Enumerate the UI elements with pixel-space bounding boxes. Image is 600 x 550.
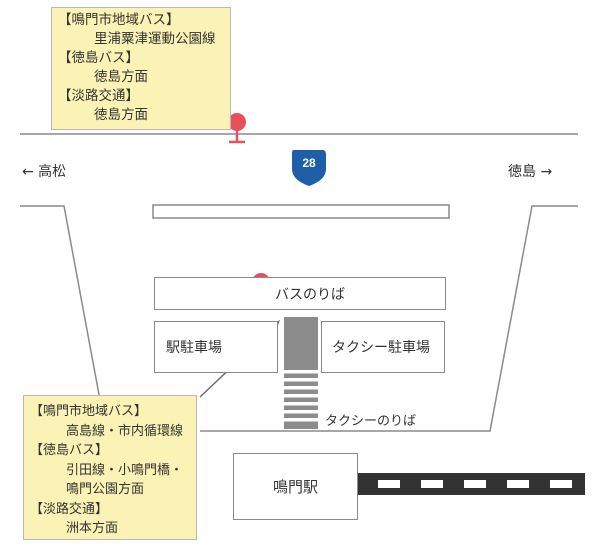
station-parking-box: 駅駐車場 — [154, 321, 278, 373]
taxi-parking-box: タクシー駐車場 — [321, 321, 445, 373]
taxi-stand-label: タクシーのりば — [325, 414, 417, 429]
road-edge-right — [200, 205, 578, 432]
bus-stop-pin-icon — [228, 113, 246, 144]
taxi-parking-label: タクシー駐車場 — [332, 340, 430, 356]
route-shield-number: 28 — [302, 156, 316, 170]
info-line: 【鳴門市地域バス】 — [30, 404, 148, 419]
station-label: 鳴門駅 — [272, 478, 318, 496]
info-line: 【淡路交通】 — [58, 88, 139, 104]
info-line: 【徳島バス】 — [58, 50, 139, 66]
info-line: 【徳島バス】 — [30, 443, 109, 458]
crosswalk — [284, 317, 318, 429]
direction-left-label: ← 高松 — [22, 164, 67, 180]
info-line: 【淡路交通】 — [30, 501, 109, 517]
route-28-shield-icon: 28 — [292, 150, 326, 186]
bottom-bus-stop-info: 【鳴門市地域バス】 高島線・市内循環線 【徳島バス】 引田線・小鳴門橋・ 鳴門公… — [23, 395, 197, 540]
bus-terminal-label: バスのりば — [275, 286, 345, 303]
info-line: 洲本方面 — [66, 521, 119, 536]
station-parking-label: 駅駐車場 — [166, 340, 222, 356]
info-line: 鳴門公園方面 — [66, 482, 145, 497]
info-line: 里浦粟津運動公園線 — [94, 31, 216, 47]
direction-right-label: 徳島 → — [508, 164, 553, 180]
railway-track — [357, 473, 585, 495]
bus-terminal-box: バスのりば — [154, 277, 446, 310]
road-median — [152, 204, 450, 219]
road-edge-left — [20, 205, 101, 401]
top-bus-stop-info: 【鳴門市地域バス】 里浦粟津運動公園線 【徳島バス】 徳島方面 【淡路交通】 徳… — [51, 7, 231, 130]
info-line: 引田線・小鳴門橋・ — [66, 462, 184, 478]
info-line: 徳島方面 — [94, 107, 148, 123]
info-line: 高島線・市内循環線 — [66, 423, 184, 439]
info-line: 【鳴門市地域バス】 — [58, 12, 180, 28]
station-building: 鳴門駅 — [233, 453, 358, 520]
info-line: 徳島方面 — [94, 69, 148, 85]
